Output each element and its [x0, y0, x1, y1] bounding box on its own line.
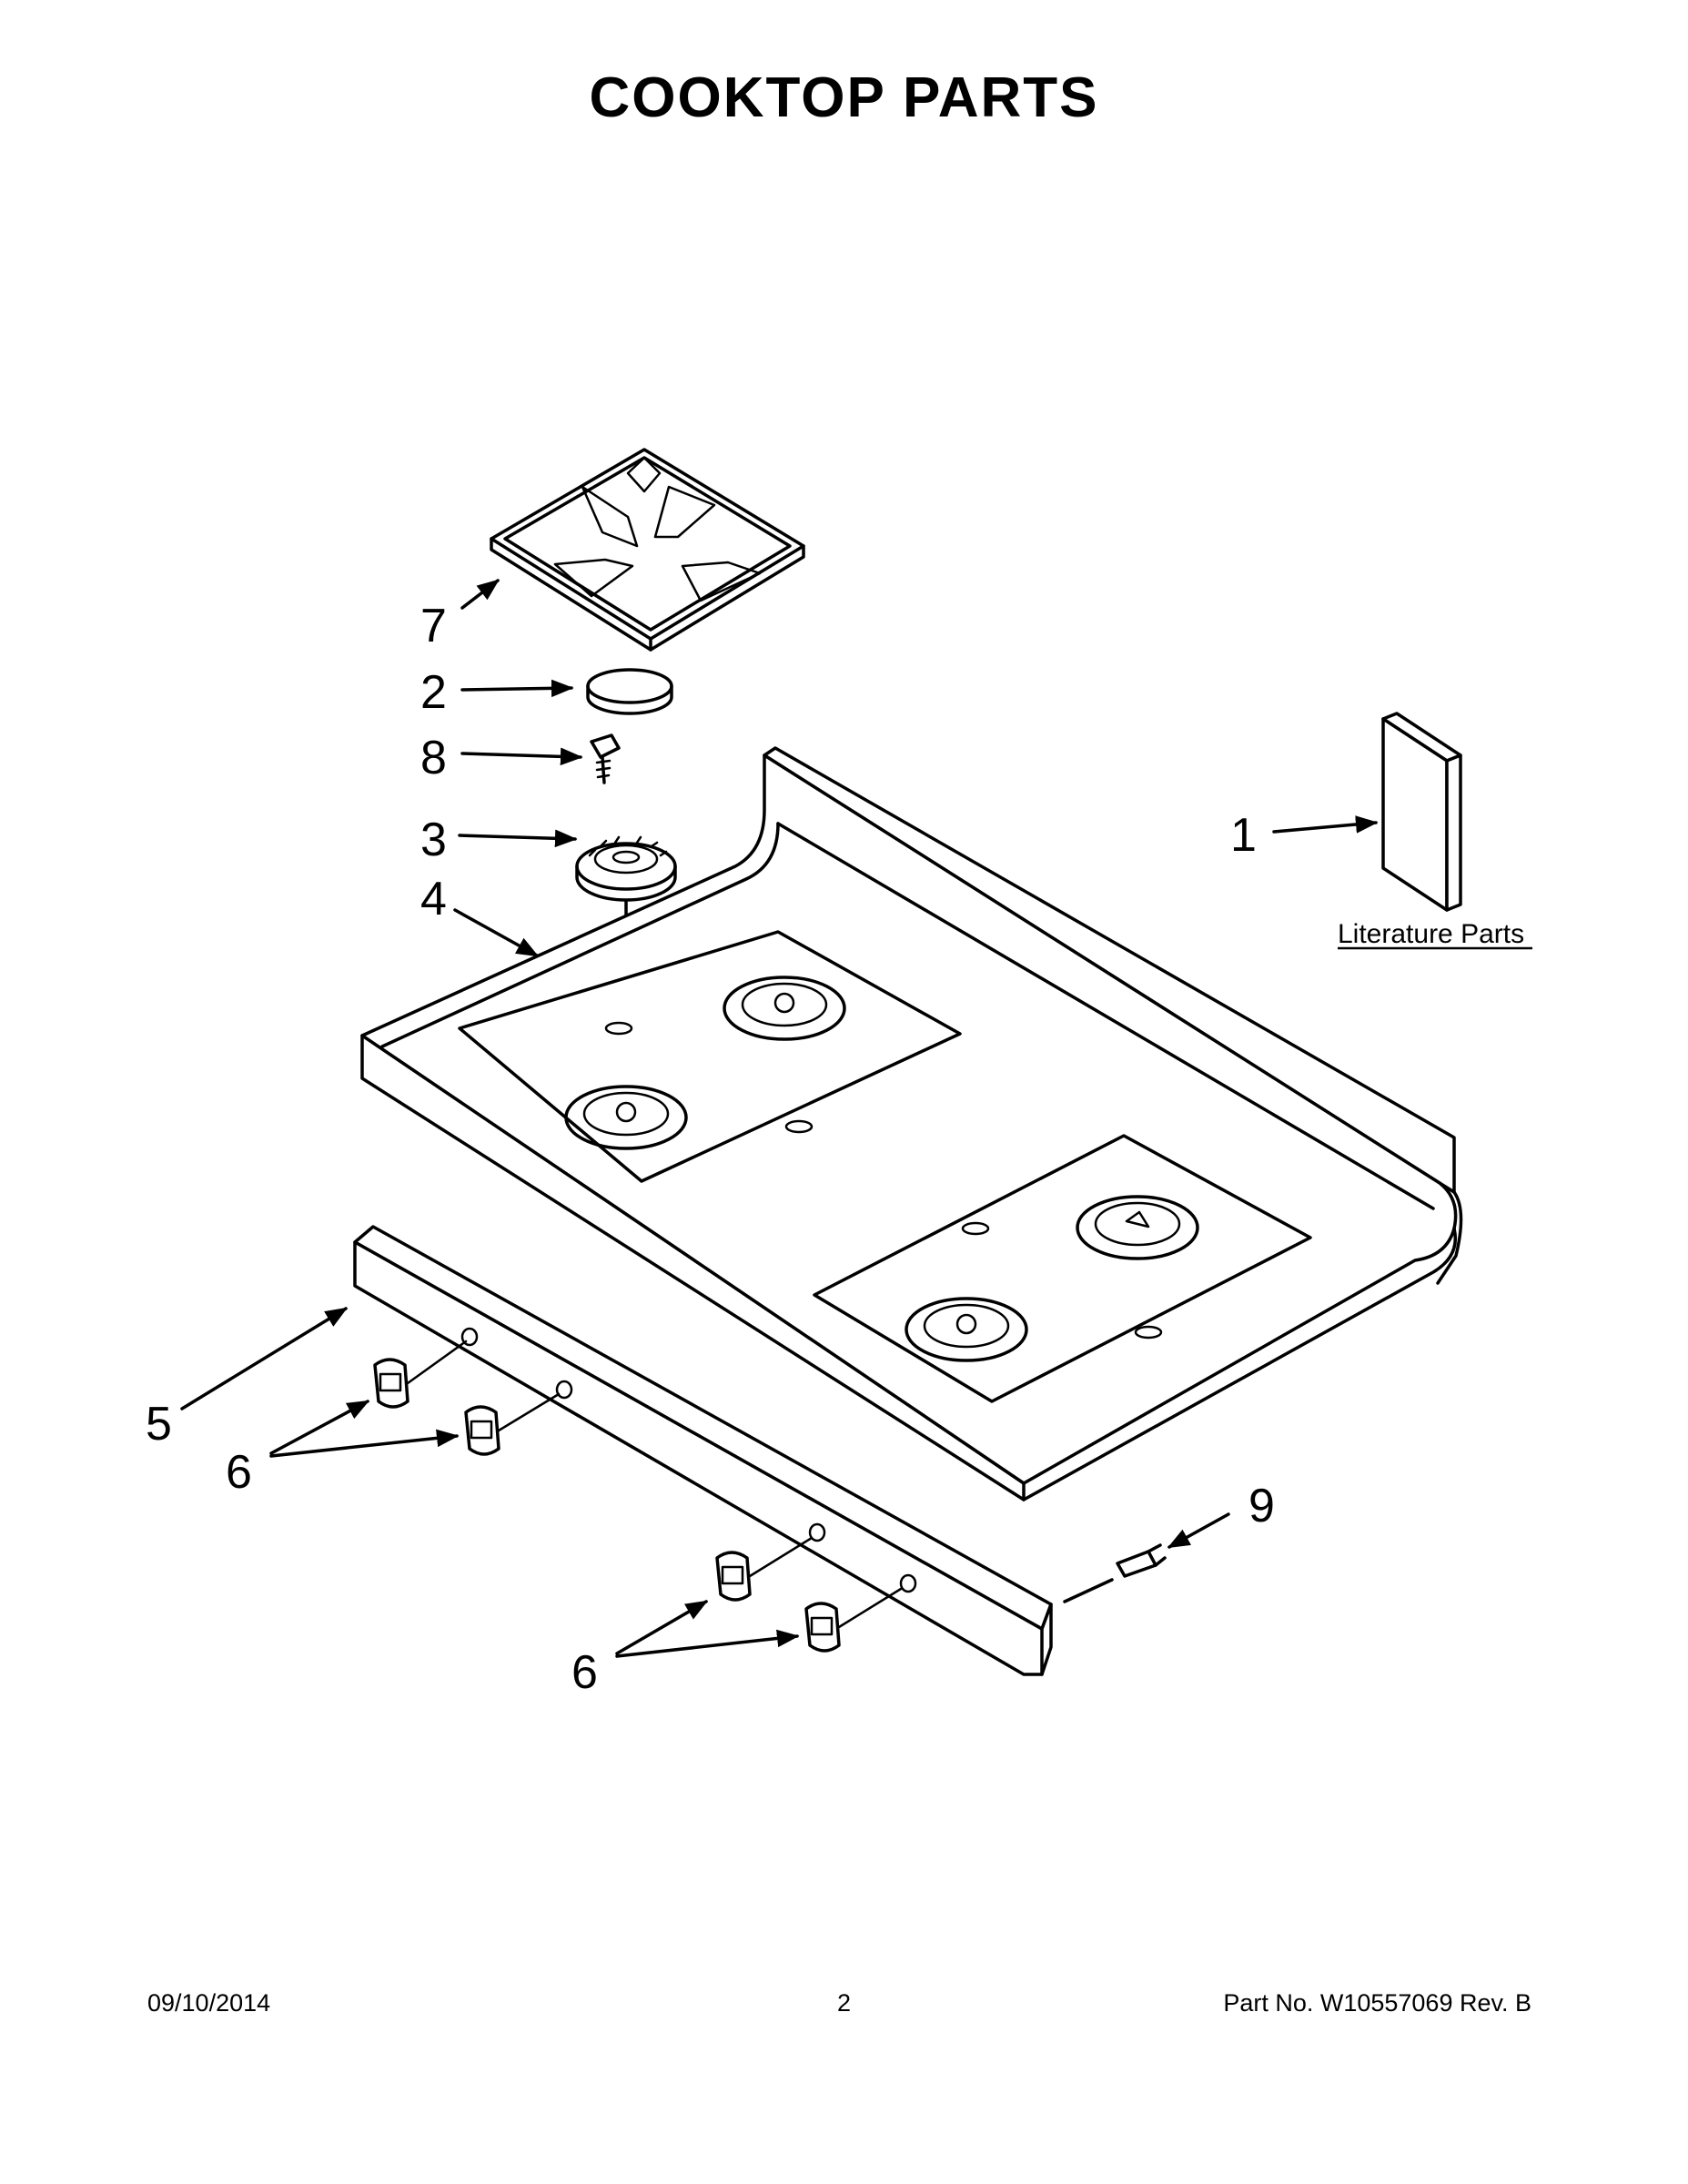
screw-9: [1063, 1543, 1167, 1603]
callout-6-lower: 6: [571, 1646, 598, 1699]
footer-part-number: Part No. W10557069 Rev. B: [1223, 1989, 1531, 2017]
page-title: COOKTOP PARTS: [589, 66, 1099, 129]
callout-4: 4: [420, 873, 447, 925]
knob: [715, 1536, 814, 1602]
callout-3: 3: [420, 814, 447, 866]
control-panel-bar: [353, 1225, 1053, 1676]
footer-date: 09/10/2014: [147, 1989, 271, 2017]
callout-1: 1: [1230, 809, 1257, 862]
cooktop: [360, 746, 1463, 1502]
callout-8: 8: [420, 732, 447, 784]
literature-parts-label: Literature Parts: [1338, 919, 1524, 949]
callout-9: 9: [1248, 1480, 1275, 1532]
leader-arrows: [180, 579, 1379, 1658]
screw-8: [590, 733, 621, 784]
knob: [373, 1340, 468, 1409]
burner-cap: [586, 668, 673, 715]
knob: [804, 1587, 903, 1653]
footer-page-number: 2: [836, 1989, 852, 2017]
callout-2: 2: [420, 666, 447, 719]
callout-7: 7: [420, 600, 447, 652]
literature-booklet: [1381, 712, 1462, 912]
callout-5: 5: [146, 1398, 172, 1451]
burner-grate: [490, 448, 805, 652]
knob: [464, 1392, 561, 1456]
surface-burner: [575, 835, 677, 902]
callout-6-upper: 6: [226, 1446, 252, 1499]
